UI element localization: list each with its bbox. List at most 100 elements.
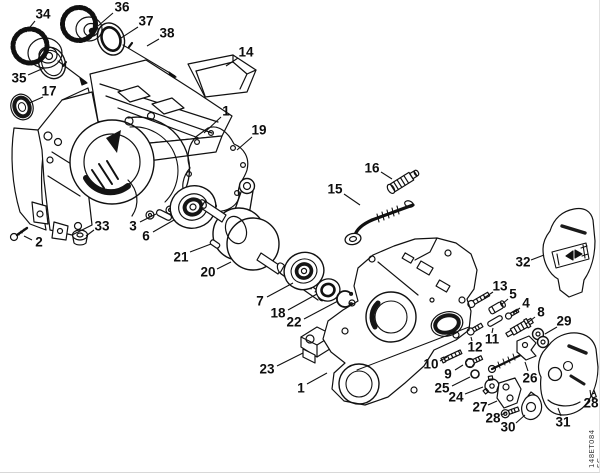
leader-line-27-35 bbox=[488, 401, 497, 405]
leader-line-33-10 bbox=[86, 230, 94, 236]
part-13-screw bbox=[467, 291, 491, 309]
callout-32-22: 32 bbox=[515, 254, 531, 270]
leader-line-20-14 bbox=[217, 262, 231, 269]
leader-line-2-9 bbox=[24, 236, 32, 240]
leader-line-6-12 bbox=[153, 220, 174, 232]
callout-2-9: 2 bbox=[35, 234, 43, 250]
leader-line-16-21 bbox=[381, 172, 392, 179]
leader-line-1-7 bbox=[204, 117, 221, 133]
leader-line-25-32 bbox=[452, 377, 470, 386]
leader-line-30-37 bbox=[516, 415, 525, 423]
callout-11-28: 11 bbox=[484, 331, 500, 347]
callout-23-18: 23 bbox=[259, 361, 275, 377]
leader-line-13-23 bbox=[484, 292, 493, 298]
callout-17-6: 17 bbox=[41, 83, 57, 99]
part-37-ring bbox=[93, 19, 129, 59]
callout-26-34: 26 bbox=[522, 370, 538, 386]
leader-line-31-38 bbox=[558, 408, 561, 416]
part-16-plug bbox=[386, 168, 421, 195]
callout-27-35: 27 bbox=[472, 399, 488, 415]
part-35-o-ring bbox=[34, 43, 70, 82]
part-11-pin bbox=[487, 315, 503, 327]
drawing-number: 148ET084 SC bbox=[588, 429, 600, 468]
callout-24-33: 24 bbox=[448, 389, 464, 405]
callout-12-29: 12 bbox=[467, 339, 483, 355]
part-26-tensioner-lever bbox=[517, 336, 536, 360]
leader-line-24-33 bbox=[465, 387, 483, 394]
callout-1-19: 1 bbox=[297, 380, 305, 396]
leader-line-12-29 bbox=[471, 337, 472, 341]
part-6-bearing bbox=[164, 179, 222, 234]
callout-29-27: 29 bbox=[556, 313, 572, 329]
leader-line-5-24 bbox=[501, 299, 508, 305]
leader-line-28-39 bbox=[590, 390, 591, 397]
part-3-pin bbox=[156, 209, 173, 222]
callout-5-24: 5 bbox=[509, 286, 517, 302]
callout-6-12: 6 bbox=[142, 228, 150, 244]
leader-line-23-18 bbox=[277, 353, 303, 366]
callout-14-4: 14 bbox=[238, 44, 254, 60]
leader-line-29-27 bbox=[545, 327, 557, 334]
part-10-screw bbox=[441, 350, 462, 363]
callout-3-11: 3 bbox=[129, 218, 137, 234]
part-27-bracket bbox=[497, 378, 521, 408]
leader-line-19-8 bbox=[237, 137, 252, 150]
leader-line-9-31 bbox=[455, 365, 463, 370]
leader-line-32-22 bbox=[531, 255, 544, 260]
callout-22-17: 22 bbox=[286, 314, 302, 330]
part-2-screw bbox=[11, 228, 28, 241]
callout-4-25: 4 bbox=[522, 295, 530, 311]
callout-9-31: 9 bbox=[444, 366, 452, 382]
adjustment-emblem-icon bbox=[557, 245, 588, 265]
leader-line-36-1 bbox=[98, 13, 113, 26]
leader-line-11-28 bbox=[492, 328, 493, 333]
part-7-bearing bbox=[279, 247, 328, 295]
part-17-oil-seal bbox=[8, 91, 37, 123]
leader-line-34-0 bbox=[26, 21, 35, 32]
leader-line-38-3 bbox=[147, 39, 159, 46]
leader-line-35-5 bbox=[28, 68, 44, 75]
callout-28-36: 28 bbox=[485, 410, 501, 426]
part-25-o-ring bbox=[471, 370, 479, 378]
leader-line-7-15 bbox=[267, 283, 293, 297]
leader-line-21-13 bbox=[190, 244, 211, 252]
part-28-screw-left bbox=[500, 405, 520, 419]
callout-30-37: 30 bbox=[500, 419, 516, 435]
part-32-cover bbox=[543, 208, 595, 297]
fastener-cluster bbox=[441, 291, 598, 419]
leader-line-26-34 bbox=[525, 362, 528, 371]
callout-34-0: 34 bbox=[35, 6, 51, 22]
part-36-drum bbox=[63, 8, 103, 42]
callout-19-8: 19 bbox=[251, 122, 267, 138]
leader-line-8-26 bbox=[526, 317, 535, 324]
leader-line-37-2 bbox=[121, 27, 138, 38]
leader-line-4-25 bbox=[513, 308, 520, 313]
callout-37-2: 37 bbox=[138, 13, 154, 29]
callout-15-20: 15 bbox=[327, 181, 343, 197]
right-crankcase-half bbox=[323, 238, 477, 405]
callout-21-13: 21 bbox=[173, 249, 189, 265]
leader-line-22-17 bbox=[304, 301, 338, 319]
callout-16-21: 16 bbox=[364, 160, 380, 176]
callout-33-10: 33 bbox=[94, 218, 110, 234]
leader-line-18-16 bbox=[288, 294, 317, 310]
leader-line-14-4 bbox=[226, 58, 238, 66]
callout-28-39: 28 bbox=[583, 395, 599, 411]
part-29-chain-catcher bbox=[533, 329, 549, 348]
leader-line-3-11 bbox=[140, 214, 156, 222]
part-21-key bbox=[209, 239, 220, 249]
callout-20-14: 20 bbox=[200, 264, 216, 280]
part-8-fitting bbox=[505, 317, 535, 339]
part-34-drum-assembly bbox=[13, 29, 87, 85]
callout-8-26: 8 bbox=[537, 304, 545, 320]
callout-35-5: 35 bbox=[11, 70, 27, 86]
leader-line-17-6 bbox=[27, 97, 43, 104]
callout-1-7: 1 bbox=[222, 103, 230, 119]
callout-38-3: 38 bbox=[159, 25, 175, 41]
leader-line-1-19 bbox=[307, 373, 327, 384]
callout-18-16: 18 bbox=[270, 305, 286, 321]
part-30-clamp bbox=[522, 392, 542, 419]
part-31-side-plate bbox=[539, 333, 598, 415]
